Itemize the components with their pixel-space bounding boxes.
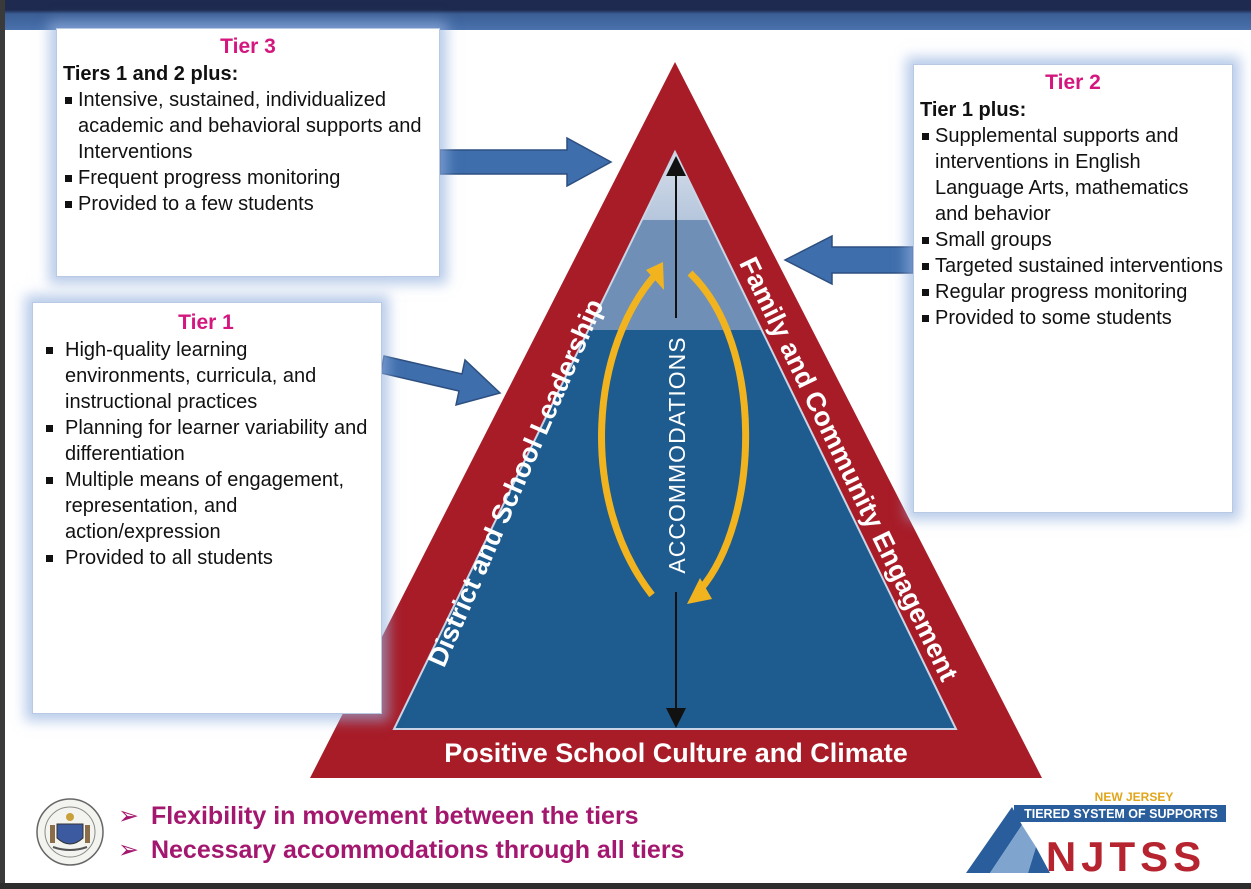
footer-bullet: ➢ Necessary accommodations through all t… [118,833,684,867]
arrow-bullet-icon: ➢ [118,836,139,864]
list-item: Frequent progress monitoring [63,165,433,191]
logo-tagline: TIERED SYSTEM OF SUPPORTS [1024,807,1218,821]
tier3-subtitle: Tiers 1 and 2 plus: [63,63,239,85]
tier1-title: Tier 1 [178,311,234,334]
list-item: High-quality learning environments, curr… [37,337,375,415]
tier2-list: Supplemental supports and interventions … [920,123,1226,331]
tier2-subtitle: Tier 1 plus: [920,99,1027,121]
footer-bullet: ➢ Flexibility in movement between the ti… [118,799,684,833]
bottom-edge [0,883,1251,889]
left-edge [0,0,5,889]
tier2-box: Tier 2 Tier 1 plus: Supplemental support… [913,64,1233,513]
list-item: Provided to some students [920,305,1226,331]
list-item: Planning for learner variability and dif… [37,415,375,467]
tier1-list: High-quality learning environments, curr… [37,337,375,571]
tier-2-band [394,220,956,330]
njtss-logo: NEW JERSEY TIERED SYSTEM OF SUPPORTS NJT… [966,790,1231,875]
cycle-arrow-right [687,270,750,593]
list-item: Provided to all students [37,545,375,571]
list-item: Targeted sustained interventions [920,253,1226,279]
list-item: Provided to a few students [63,191,433,217]
logo-state: NEW JERSEY [1095,790,1174,804]
cycle-arrow-left [598,269,661,598]
list-item: Supplemental supports and interventions … [920,123,1226,227]
tier2-title: Tier 2 [1045,71,1101,94]
list-item: Multiple means of engagement, representa… [37,467,375,545]
list-item: Intensive, sustained, individualized aca… [63,87,433,165]
state-seal-icon [36,798,104,866]
tier3-title: Tier 3 [220,35,276,58]
footer-bullet-text: Flexibility in movement between the tier… [150,802,639,830]
tier1-box: Tier 1 High-quality learning environment… [32,302,382,714]
list-item: Regular progress monitoring [920,279,1226,305]
arrow-bullet-icon: ➢ [118,802,139,830]
accommodations-label: ACCOMMODATIONS [664,336,690,573]
footer-bullet-text: Necessary accommodations through all tie… [150,836,685,864]
tier1-pointer-arrow [380,355,502,407]
tier3-list: Intensive, sustained, individualized aca… [63,87,433,217]
tier3-box: Tier 3 Tiers 1 and 2 plus: Intensive, su… [56,28,440,277]
list-item: Small groups [920,227,1226,253]
base-label: Positive School Culture and Climate [444,738,908,768]
logo-acronym: NJTSS [1046,833,1206,875]
tier2-pointer-arrow [783,234,914,286]
cycle-arrow-left-head [646,262,664,290]
cycle-arrow-right-head [687,578,712,604]
footer-bullets: ➢ Flexibility in movement between the ti… [118,799,684,867]
tier3-pointer-arrow [439,136,613,188]
top-banner [0,0,1251,30]
